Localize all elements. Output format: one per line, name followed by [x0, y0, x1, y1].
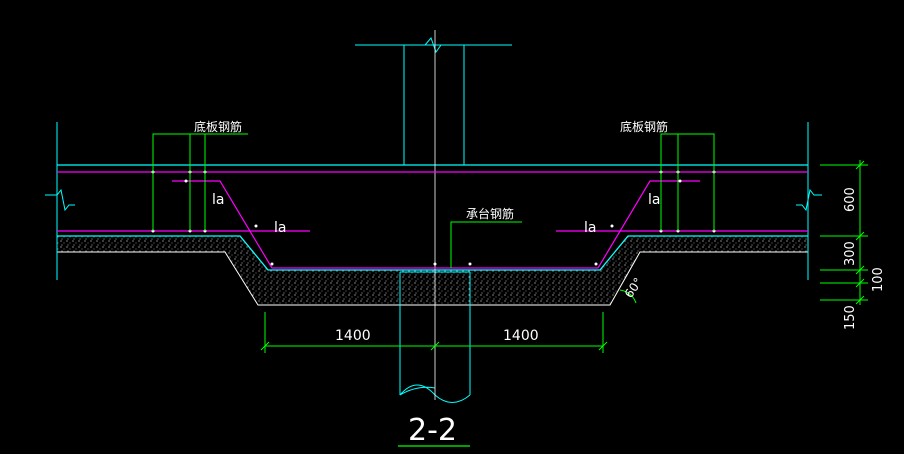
section-title: 2-2 — [408, 413, 457, 448]
column-break-symbol — [424, 37, 442, 54]
dim-left-width: 1400 — [335, 328, 371, 344]
left-break-symbol — [45, 188, 75, 212]
right-break-symbol — [796, 188, 822, 212]
label-la-left-lower: la — [274, 220, 286, 236]
label-bottom-slab-rebar-right: 底板钢筋 — [620, 119, 668, 134]
dim-bedding: 100 — [871, 267, 886, 292]
label-la-right-upper: la — [648, 192, 660, 208]
dim-cap-depth: 300 — [843, 241, 858, 266]
dim-cushion: 150 — [843, 305, 858, 330]
vertical-dimension — [820, 160, 868, 305]
cap-rebar — [172, 180, 700, 269]
horizontal-dimension — [260, 312, 608, 353]
label-bottom-slab-rebar-left: 底板钢筋 — [194, 119, 242, 134]
label-la-left-upper: la — [212, 192, 224, 208]
label-la-right-lower: la — [584, 220, 596, 236]
leader-lines — [152, 133, 715, 268]
dim-right-width: 1400 — [503, 328, 539, 344]
dim-slab-thickness: 600 — [843, 187, 858, 212]
label-pile-cap-rebar: 承台钢筋 — [466, 206, 514, 221]
cap-outline — [239, 235, 629, 271]
angle-arc — [619, 289, 637, 304]
